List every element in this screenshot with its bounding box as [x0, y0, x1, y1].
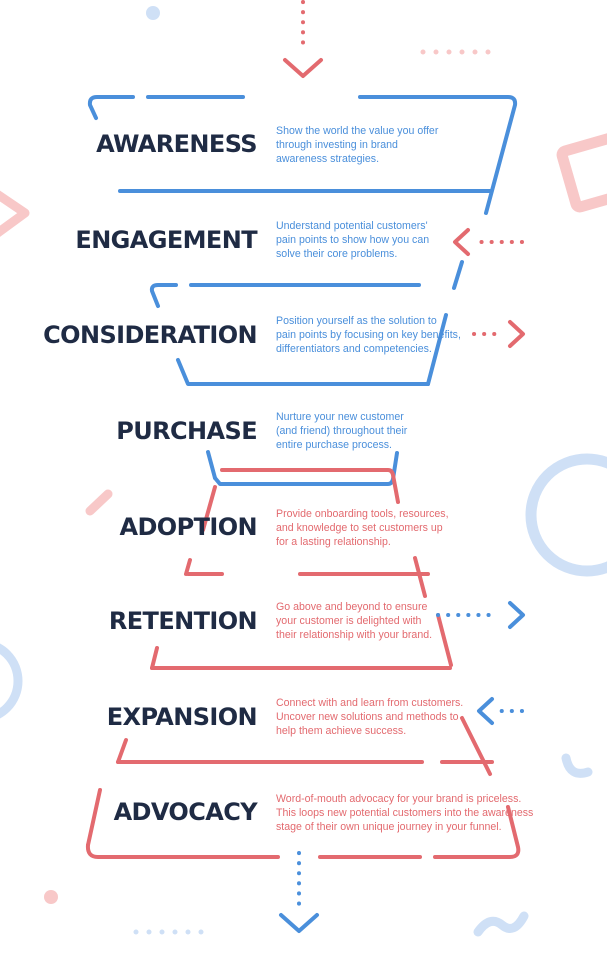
description-line: Connect with and learn from customers.: [276, 697, 464, 709]
decor-ring: [525, 453, 607, 577]
decor-dash: [85, 489, 113, 516]
stage-title-adoption: ADOPTION: [119, 513, 258, 541]
decor-dot: [146, 6, 160, 20]
stage-title-consideration: CONSIDERATION: [43, 321, 257, 349]
description-line: Word-of-mouth advocacy for your brand is…: [276, 793, 522, 805]
side-arrow-out-right: [472, 320, 525, 348]
stage-title-advocacy: ADVOCACY: [113, 798, 258, 826]
decor-squiggle: [473, 911, 529, 937]
description-line: pain points to show how you can: [276, 234, 430, 247]
stage-title-purchase: PURCHASE: [116, 417, 257, 445]
stage-description-engagement: Understand potential customers' pain poi…: [276, 219, 429, 262]
decor-dot-row: [133, 929, 204, 935]
funnel-outline-blue: [87, 95, 518, 486]
decor-dot-row: [420, 49, 491, 55]
description-line: your customer is delighted with: [276, 615, 422, 628]
stage-title-engagement: ENGAGEMENT: [75, 226, 257, 254]
description-line: stage of their own unique journey in you…: [276, 821, 502, 834]
stage-description-consideration: Position yourself as the solution to pai…: [276, 314, 461, 357]
stage-description-expansion: Connect with and learn from customers. U…: [276, 696, 463, 739]
description-line: for a lasting relationship.: [276, 536, 391, 549]
description-line: solve their core problems.: [276, 248, 398, 261]
bottom-exit-arrow: [279, 851, 319, 933]
stage-description-retention: Go above and beyond to ensure your custo…: [276, 600, 432, 643]
stage-description-awareness: Show the world the value you offer throu…: [276, 124, 438, 167]
decor-hook: [561, 753, 593, 778]
description-line: their relationship with your brand.: [276, 629, 433, 642]
side-arrow-in-left: [453, 228, 524, 256]
description-line: Understand potential customers': [276, 220, 428, 232]
side-arrow-in-left: [477, 697, 524, 725]
stage-description-purchase: Nurture your new customer (and friend) t…: [276, 410, 407, 453]
description-line: pain points by focusing on key benefits,: [276, 329, 461, 342]
description-line: entire purchase process.: [276, 439, 393, 452]
stage-title-awareness: AWARENESS: [96, 130, 258, 158]
description-line: Position yourself as the solution to: [276, 315, 437, 327]
description-line: Uncover new solutions and methods to: [276, 711, 459, 724]
description-line: and knowledge to set customers up: [276, 522, 443, 535]
decor-ring: [0, 643, 23, 719]
description-line: Go above and beyond to ensure: [276, 601, 428, 613]
description-line: Show the world the value you offer: [276, 125, 439, 137]
description-line: (and friend) throughout their: [276, 425, 408, 438]
description-line: Provide onboarding tools, resources,: [276, 508, 449, 520]
description-line: This loops new potential customers into …: [276, 807, 534, 820]
description-line: awareness strategies.: [276, 153, 380, 166]
decor-chevron: [0, 190, 30, 237]
top-entry-arrow: [283, 0, 323, 78]
description-line: through investing in brand: [276, 139, 398, 152]
description-line: Nurture your new customer: [276, 411, 404, 423]
description-line: help them achieve success.: [276, 725, 407, 738]
stage-description-adoption: Provide onboarding tools, resources, and…: [276, 507, 449, 550]
decorative-shapes: [0, 6, 607, 937]
decor-dot: [44, 890, 58, 904]
stage-title-retention: RETENTION: [108, 607, 258, 635]
side-arrow-out-right: [436, 601, 525, 629]
funnel-outline-red: [85, 468, 521, 859]
description-line: differentiators and competencies.: [276, 343, 432, 356]
decor-square-outline: [556, 131, 607, 213]
stage-title-expansion: EXPANSION: [106, 703, 258, 731]
stage-description-advocacy: Word-of-mouth advocacy for your brand is…: [276, 792, 533, 835]
